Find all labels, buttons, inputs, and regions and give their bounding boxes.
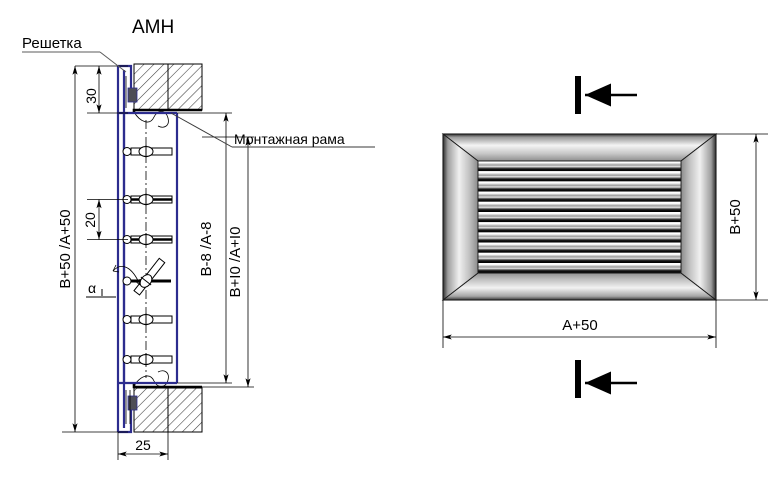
louver-blade (478, 232, 681, 243)
blade (122, 353, 173, 366)
frame-height-label: B+I0 /A+I0 (227, 227, 244, 298)
mounting-frame-leader-line (170, 112, 375, 148)
dimension-inner-height (177, 112, 232, 384)
section-arrow-bottom (575, 360, 637, 398)
louver-blade (478, 181, 681, 192)
front-grille-view: B+50 A+50 (441, 76, 768, 398)
dimension-30-label: 30 (83, 88, 99, 104)
blade (122, 233, 173, 246)
grille-label: Решетка (22, 35, 82, 52)
dimension-width-a50 (442, 300, 717, 348)
depth-25-label: 25 (135, 437, 151, 453)
louver-blade (478, 263, 681, 273)
section-arrow-top (575, 76, 637, 114)
dimension-20 (87, 199, 128, 240)
dimension-overall-height (62, 66, 128, 433)
mounting-frame-label: Монтажная рама (234, 131, 345, 147)
blade (122, 145, 173, 158)
louver-blade (478, 201, 681, 212)
mounting-frame-bottom-edge (132, 384, 202, 389)
overall-height-label: B+50 /A+50 (57, 209, 74, 288)
louver-blade (478, 212, 681, 223)
dimension-height-b50 (716, 133, 768, 301)
wall-hatch-bottom (133, 387, 203, 433)
louver-blade (478, 191, 681, 202)
blade (122, 313, 173, 326)
dimension-depth-25 (117, 432, 169, 460)
louver-blade (478, 222, 681, 233)
louver-blade (478, 242, 681, 253)
blade-group (122, 145, 173, 366)
louver-field (477, 160, 682, 274)
louver-blade (478, 171, 681, 182)
gasket-top (127, 87, 138, 103)
grille-leader-line (22, 51, 127, 73)
title-amh: AMH (132, 17, 174, 38)
dimension-frame-height (202, 136, 254, 388)
louver-blade (478, 252, 681, 263)
mounting-frame-seal-bottom (133, 370, 169, 387)
angle-alpha-label: α (88, 280, 96, 296)
mounting-frame-seal-top (133, 111, 169, 128)
side-section-view: α 30 20 B+50 /A+50 B-8 /A-8 (22, 17, 375, 460)
gasket-bottom (127, 395, 138, 411)
width-a50-label: A+50 (562, 317, 597, 334)
height-b50-label: B+50 (727, 199, 744, 234)
dimension-30 (75, 65, 128, 114)
dimension-20-label: 20 (82, 212, 98, 228)
blade-tilted (122, 257, 171, 296)
louver-blade (478, 161, 681, 172)
blade-angle-indicator (86, 264, 141, 298)
inner-height-label: B-8 /A-8 (198, 221, 215, 276)
